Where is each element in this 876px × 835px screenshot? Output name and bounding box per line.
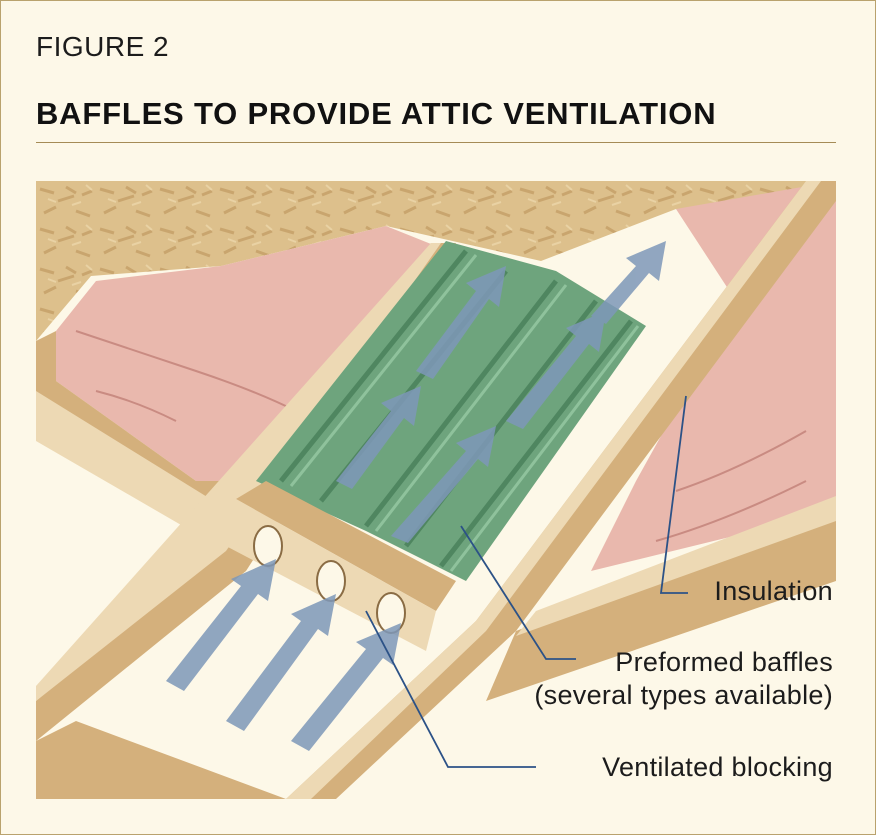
title-divider	[36, 142, 836, 143]
attic-diagram-svg	[36, 181, 836, 799]
callout-blocking: Ventilated blocking	[602, 752, 833, 782]
preformed-baffle	[256, 241, 646, 581]
blocking-vent-hole	[253, 525, 283, 567]
blocking-vent-hole	[316, 560, 346, 602]
wall-plate-right	[486, 511, 836, 701]
figure-label: FIGURE 2	[36, 31, 170, 62]
attic-illustration	[36, 181, 836, 799]
blocking-vent-hole	[376, 592, 406, 634]
ventilated-blocking	[236, 481, 456, 611]
callout-baffles-line2: (several types available)	[534, 680, 833, 710]
roof-sheathing	[36, 181, 836, 341]
callout-insulation: Insulation	[714, 576, 833, 606]
insulation-left	[56, 226, 436, 481]
figure-title: BAFFLES TO PROVIDE ATTIC VENTILATION	[36, 96, 717, 131]
soffit-opening	[36, 541, 436, 799]
callout-baffles-line1: Preformed baffles	[615, 647, 833, 677]
airflow-arrows	[166, 241, 666, 751]
bottom-plate	[36, 721, 286, 799]
leader-lines	[365, 395, 688, 768]
